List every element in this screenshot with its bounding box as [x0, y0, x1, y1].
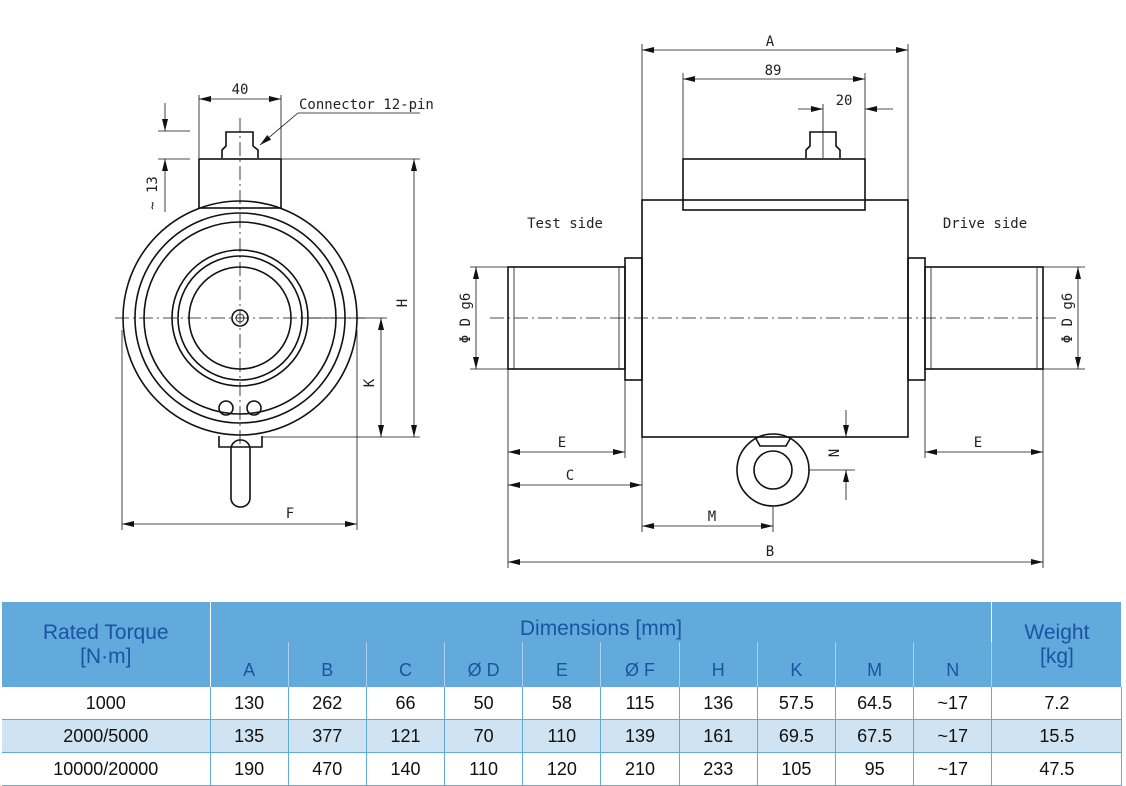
- dimension-cell: 161: [679, 719, 758, 753]
- weight-title: Weight: [1024, 620, 1090, 644]
- dimension-cell: ~17: [913, 687, 993, 720]
- dimensions-table: Rated Torque[N·m] Dimensions [mm] Weight…: [2, 602, 1123, 786]
- dimension-cell: 136: [679, 687, 758, 720]
- dim-e-right-label: E: [974, 435, 982, 451]
- weight-cell: 47.5: [991, 752, 1123, 786]
- column-header: Ø D: [444, 642, 524, 687]
- weight-cell: 15.5: [991, 719, 1123, 753]
- rated-torque-unit: [N·m]: [80, 644, 132, 668]
- dim-89-label: 89: [765, 63, 782, 79]
- dimension-cell: 95: [835, 752, 915, 786]
- dimension-cell: 135: [210, 719, 289, 753]
- dim-d-right-label: Φ D g6: [1060, 293, 1076, 344]
- column-header: N: [913, 642, 993, 687]
- dimension-cell: 110: [522, 719, 602, 753]
- dimension-cell: 130: [210, 687, 289, 720]
- front-view: 40 Connector 12-pin ~ 13 H K F: [115, 82, 434, 530]
- dimension-cell: 66: [366, 687, 446, 720]
- weight-unit: [kg]: [1039, 644, 1074, 668]
- side-view: A 89 20 Test side Drive side Φ D g6 Φ D …: [458, 34, 1085, 568]
- dimension-cell: 139: [600, 719, 680, 753]
- drive-side-label: Drive side: [943, 216, 1027, 232]
- dimension-cell: 64.5: [835, 687, 915, 720]
- dimension-cell: 210: [600, 752, 680, 786]
- dimension-cell: 69.5: [757, 719, 837, 753]
- dimension-cell: 50: [444, 687, 524, 720]
- dimension-cell: ~17: [913, 719, 993, 753]
- dimension-cell: 470: [288, 752, 367, 786]
- column-header: H: [679, 642, 758, 687]
- dim-b-label: B: [766, 544, 774, 560]
- dimension-cell: 67.5: [835, 719, 915, 753]
- dimension-cell: 110: [444, 752, 524, 786]
- dim-n-label: N: [827, 449, 843, 457]
- dimension-cell: 120: [522, 752, 602, 786]
- dimension-cell: ~17: [913, 752, 993, 786]
- dim-13-label: ~ 13: [145, 176, 161, 210]
- column-header: B: [288, 642, 367, 687]
- dimension-cell: 58: [522, 687, 602, 720]
- column-header: C: [366, 642, 446, 687]
- dimension-cell: 57.5: [757, 687, 837, 720]
- dimension-cell: 377: [288, 719, 367, 753]
- dim-d-left-label: Φ D g6: [458, 293, 474, 344]
- dimension-cell: 70: [444, 719, 524, 753]
- torque-cell: 1000: [2, 687, 211, 720]
- dim-f-label: F: [286, 506, 294, 522]
- dim-a-label: A: [766, 34, 775, 50]
- dim-c-label: C: [566, 468, 574, 484]
- torque-cell: 2000/5000: [2, 719, 211, 753]
- column-header: M: [835, 642, 915, 687]
- dim-k-label: K: [362, 378, 378, 387]
- dimension-cell: 262: [288, 687, 367, 720]
- dimension-cell: 105: [757, 752, 837, 786]
- dim-h-label: H: [395, 299, 411, 307]
- column-header: E: [522, 642, 602, 687]
- dimensions-header: Dimensions [mm]: [210, 602, 993, 642]
- connector-label: Connector 12-pin: [299, 97, 434, 113]
- test-side-label: Test side: [527, 216, 603, 232]
- dimension-cell: 121: [366, 719, 446, 753]
- weight-header: Weight[kg]: [991, 602, 1123, 687]
- technical-drawing: 40 Connector 12-pin ~ 13 H K F A 89 20 T…: [115, 34, 1085, 568]
- dimension-cell: 233: [679, 752, 758, 786]
- rated-torque-title: Rated Torque: [42, 620, 169, 644]
- dim-m-label: M: [708, 509, 716, 525]
- weight-cell: 7.2: [991, 687, 1123, 720]
- dim-40-label: 40: [232, 82, 249, 98]
- column-header: A: [210, 642, 289, 687]
- column-header: K: [757, 642, 837, 687]
- dimension-cell: 190: [210, 752, 289, 786]
- rated-torque-header: Rated Torque[N·m]: [2, 602, 211, 687]
- dim-e-left-label: E: [558, 435, 566, 451]
- torque-cell: 10000/20000: [2, 752, 211, 786]
- dimension-cell: 140: [366, 752, 446, 786]
- dim-20-label: 20: [836, 93, 853, 109]
- dimension-cell: 115: [600, 687, 680, 720]
- column-header: Ø F: [600, 642, 680, 687]
